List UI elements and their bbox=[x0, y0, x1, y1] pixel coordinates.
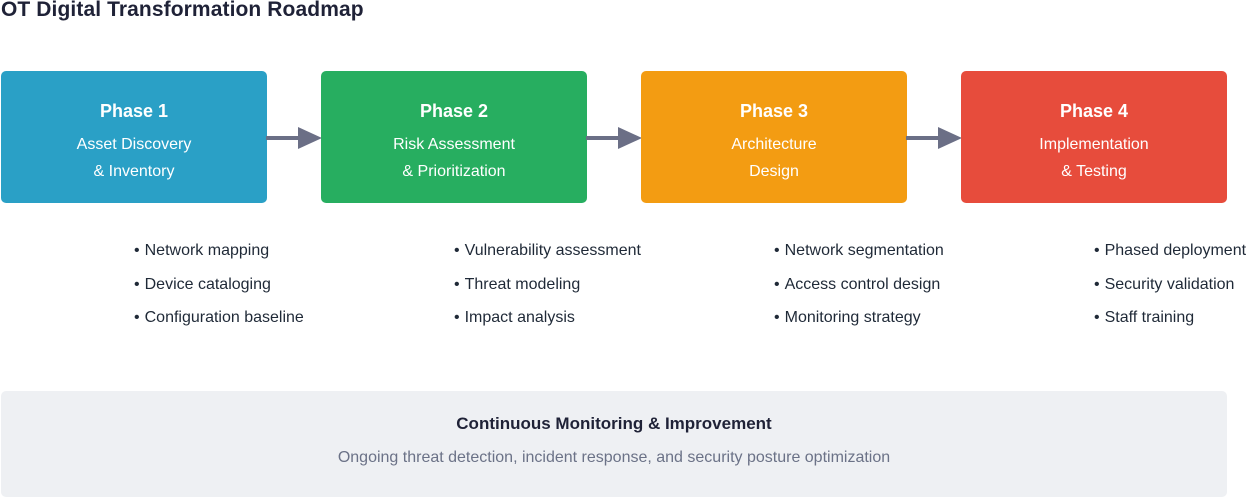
list-item: •Impact analysis bbox=[454, 309, 575, 326]
phase-2-title: Phase 2 bbox=[419, 101, 489, 121]
bullet-text: Network segmentation bbox=[784, 242, 944, 259]
bullet-text: Configuration baseline bbox=[144, 309, 304, 326]
phase-3-title: Phase 3 bbox=[739, 101, 809, 121]
list-item: •Vulnerability assessment bbox=[454, 242, 641, 259]
list-item: •Phased deployment bbox=[1094, 242, 1247, 259]
bullet-text: Threat modeling bbox=[464, 275, 581, 293]
list-item: •Access control design bbox=[774, 275, 941, 293]
continuous-monitoring-panel: Continuous Monitoring & Improvement Ongo… bbox=[1, 391, 1227, 497]
phase-1-bullet-list: •Network mapping •Device cataloging •Con… bbox=[134, 241, 304, 342]
list-item: •Threat modeling bbox=[454, 275, 581, 293]
list-item: •Security validation bbox=[1094, 275, 1235, 293]
bullet-text: Vulnerability assessment bbox=[464, 242, 641, 259]
list-item: •Monitoring strategy bbox=[774, 309, 921, 326]
phase-4-bullet-list: •Phased deployment •Security validation … bbox=[1094, 241, 1246, 342]
phase-3-line-1: Architecture bbox=[731, 136, 817, 153]
phase-2-line-2: & Prioritization bbox=[402, 163, 506, 180]
bullet-text: Security validation bbox=[1104, 275, 1235, 293]
phase-1-line-2: & Inventory bbox=[93, 163, 175, 180]
phase-3-line-2: Design bbox=[749, 163, 799, 180]
arrow-right-icon bbox=[586, 127, 642, 149]
phase-2-line-1: Risk Assessment bbox=[393, 136, 515, 153]
phase-1-line-1: Asset Discovery bbox=[76, 136, 192, 153]
phase-2-bullet-list: •Vulnerability assessment •Threat modeli… bbox=[454, 241, 641, 342]
list-item: •Network mapping bbox=[134, 242, 270, 259]
arrow-right-icon bbox=[906, 127, 962, 149]
list-item: •Network segmentation bbox=[774, 242, 944, 259]
phase-4-title: Phase 4 bbox=[1059, 101, 1129, 121]
bullet-text: Device cataloging bbox=[144, 275, 271, 293]
bullet-text: Network mapping bbox=[144, 242, 270, 259]
arrow-right-icon bbox=[266, 127, 322, 149]
page-title: OT Digital Transformation Roadmap bbox=[1, 0, 364, 21]
bullet-text: Phased deployment bbox=[1104, 242, 1247, 259]
phase-1-title: Phase 1 bbox=[99, 101, 169, 121]
bullet-text: Impact analysis bbox=[464, 309, 575, 326]
list-item: •Staff training bbox=[1094, 309, 1195, 326]
phase-4-box: Phase 4 Implementation & Testing bbox=[961, 71, 1227, 203]
phase-4-line-1: Implementation bbox=[1039, 136, 1149, 153]
footer-description: Ongoing threat detection, incident respo… bbox=[337, 449, 891, 466]
phase-1-box: Phase 1 Asset Discovery & Inventory bbox=[1, 71, 267, 203]
phase-4-line-2: & Testing bbox=[1061, 163, 1127, 180]
phase-3-box: Phase 3 Architecture Design bbox=[641, 71, 907, 203]
footer-title: Continuous Monitoring & Improvement bbox=[456, 414, 772, 433]
bullet-text: Staff training bbox=[1104, 309, 1195, 326]
bullet-text: Monitoring strategy bbox=[784, 309, 921, 326]
bullet-text: Access control design bbox=[784, 275, 941, 293]
list-item: •Device cataloging bbox=[134, 275, 271, 293]
phase-3-bullet-list: •Network segmentation •Access control de… bbox=[774, 241, 944, 342]
list-item: •Configuration baseline bbox=[134, 309, 304, 326]
phase-2-box: Phase 2 Risk Assessment & Prioritization bbox=[321, 71, 587, 203]
